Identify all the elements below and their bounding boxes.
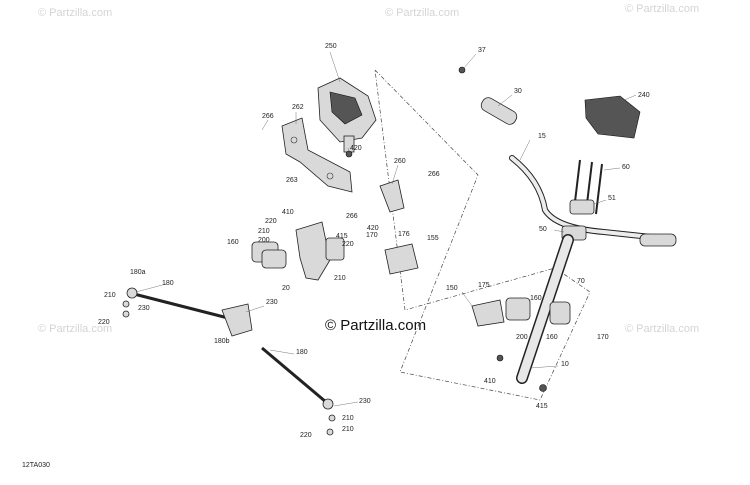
callout-210: 210 (342, 426, 354, 433)
watermark-bottom-right: © Partzilla.com (625, 323, 699, 335)
callout-415: 415 (536, 403, 548, 410)
pitman-arm (221, 303, 253, 337)
callout-170: 170 (366, 232, 378, 239)
callout-266: 266 (262, 113, 274, 120)
callout-420: 420 (350, 145, 362, 152)
bracket-260 (379, 179, 405, 213)
mounting-bracket (281, 117, 353, 193)
callout-200: 200 (258, 237, 270, 244)
callout-50: 50 (539, 226, 547, 233)
callout-180: 180 (162, 280, 174, 287)
callout-176: 176 (398, 231, 410, 238)
callout-170: 170 (597, 334, 609, 341)
callout-250: 250 (325, 43, 337, 50)
steering-column (496, 234, 574, 392)
callout-37: 37 (478, 47, 486, 54)
callout-230: 230 (266, 299, 278, 306)
callout-200: 200 (516, 334, 528, 341)
watermark-bottom-left: © Partzilla.com (38, 323, 112, 335)
callout-70: 70 (577, 278, 585, 285)
callout-180: 180 (296, 349, 308, 356)
callout-155: 155 (427, 235, 439, 242)
watermark-top-right: © Partzilla.com (625, 3, 699, 15)
callout-180b: 180b (214, 338, 230, 345)
column-group-boundary (374, 69, 591, 401)
callout-420: 420 (367, 225, 379, 232)
callout-230: 230 (138, 305, 150, 312)
callout-220: 220 (98, 319, 110, 326)
callout-262: 262 (292, 104, 304, 111)
callout-410: 410 (484, 378, 496, 385)
clamp-51 (569, 199, 595, 215)
handlebar-cover (584, 95, 641, 139)
callout-210: 210 (334, 275, 346, 282)
bearing-160-right (505, 297, 531, 321)
callout-60: 60 (622, 164, 630, 171)
callout-10: 10 (561, 361, 569, 368)
callout-260: 260 (394, 158, 406, 165)
callout-266: 266 (428, 171, 440, 178)
bracket-175 (471, 299, 505, 327)
handlebar-tube (509, 155, 663, 241)
callout-230: 230 (359, 398, 371, 405)
callout-180a: 180a (130, 269, 146, 276)
callout-415: 415 (336, 233, 348, 240)
callout-210: 210 (258, 228, 270, 235)
callout-210: 210 (342, 415, 354, 422)
callout-266: 266 (346, 213, 358, 220)
watermark-top-center: © Partzilla.com (385, 7, 459, 19)
callout-220: 220 (300, 432, 312, 439)
watermark-top-left: © Partzilla.com (38, 7, 112, 19)
callout-220: 220 (265, 218, 277, 225)
callout-51: 51 (608, 195, 616, 202)
power-steering-unit (317, 77, 377, 158)
callout-175: 175 (478, 282, 490, 289)
callout-160: 160 (546, 334, 558, 341)
tie-rod-lower (261, 346, 336, 436)
callout-30: 30 (514, 88, 522, 95)
bearing-160-right-2 (549, 301, 571, 325)
tie-rod-upper (122, 287, 229, 320)
lower-column (295, 221, 345, 281)
diagram-code: 12TA030 (22, 462, 50, 469)
handlebar-grip (458, 66, 518, 125)
callout-240: 240 (638, 92, 650, 99)
callout-150: 150 (446, 285, 458, 292)
watermark-center: © Partzilla.com (325, 317, 426, 334)
callout-15: 15 (538, 133, 546, 140)
callout-410: 410 (282, 209, 294, 216)
leader-lines (135, 51, 637, 407)
block-176 (384, 243, 419, 275)
callout-160: 160 (227, 239, 239, 246)
callout-220: 220 (342, 241, 354, 248)
bearing-200-left (261, 249, 287, 269)
handlebar-grip-right (639, 233, 677, 247)
callout-210: 210 (104, 292, 116, 299)
callout-20: 20 (282, 285, 290, 292)
callout-263: 263 (286, 177, 298, 184)
callout-160: 160 (530, 295, 542, 302)
